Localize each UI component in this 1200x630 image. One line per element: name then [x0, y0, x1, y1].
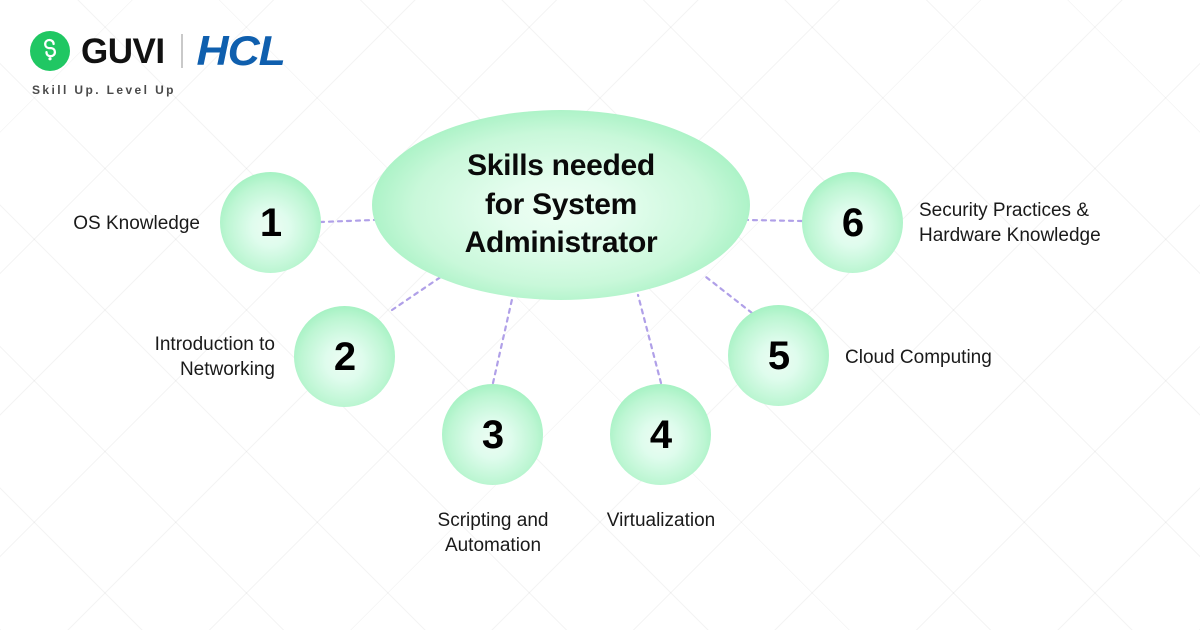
hcl-wordmark: HCL — [196, 27, 285, 74]
node-label-2: Introduction to Networking — [154, 334, 275, 381]
connector-to-node-1 — [318, 218, 376, 224]
center-topic-title: Skills needed for System Administrator — [464, 149, 658, 260]
node-circle-1[interactable]: 1 — [220, 172, 321, 273]
guvi-g-logo-icon — [30, 31, 70, 71]
node-circle-5[interactable]: 5 — [728, 305, 829, 406]
connector-to-node-6 — [746, 218, 804, 223]
node-circle-4[interactable]: 4 — [610, 384, 711, 485]
center-topic-node: Skills needed for System Administrator — [372, 110, 750, 300]
connector-to-node-4 — [636, 293, 663, 385]
brand-header: GUVI HCL Skill Up. Level Up — [30, 27, 285, 97]
node-circle-3[interactable]: 3 — [442, 384, 543, 485]
brand-tagline: Skill Up. Level Up — [32, 83, 176, 97]
node-circle-2[interactable]: 2 — [294, 306, 395, 407]
brand-logo-row: GUVI HCL — [30, 27, 285, 74]
node-label-3: Scripting and Automation — [437, 510, 549, 557]
node-number-1: 1 — [259, 200, 282, 245]
node-circle-6[interactable]: 6 — [802, 172, 903, 273]
node-label-4: Virtualization — [606, 510, 716, 531]
node-number-3: 3 — [481, 412, 504, 457]
connector-to-node-3 — [491, 293, 515, 385]
node-number-2: 2 — [333, 334, 356, 379]
connector-to-node-5 — [704, 275, 754, 315]
node-label-1: OS Knowledge — [73, 213, 200, 234]
brand-divider — [180, 34, 183, 68]
node-number-6: 6 — [841, 200, 864, 245]
guvi-wordmark: GUVI — [81, 31, 165, 71]
node-number-5: 5 — [767, 333, 790, 378]
node-number-4: 4 — [649, 412, 672, 457]
node-label-5: Cloud Computing — [845, 347, 992, 368]
node-label-6: Security Practices & Hardware Knowledge — [919, 200, 1101, 247]
